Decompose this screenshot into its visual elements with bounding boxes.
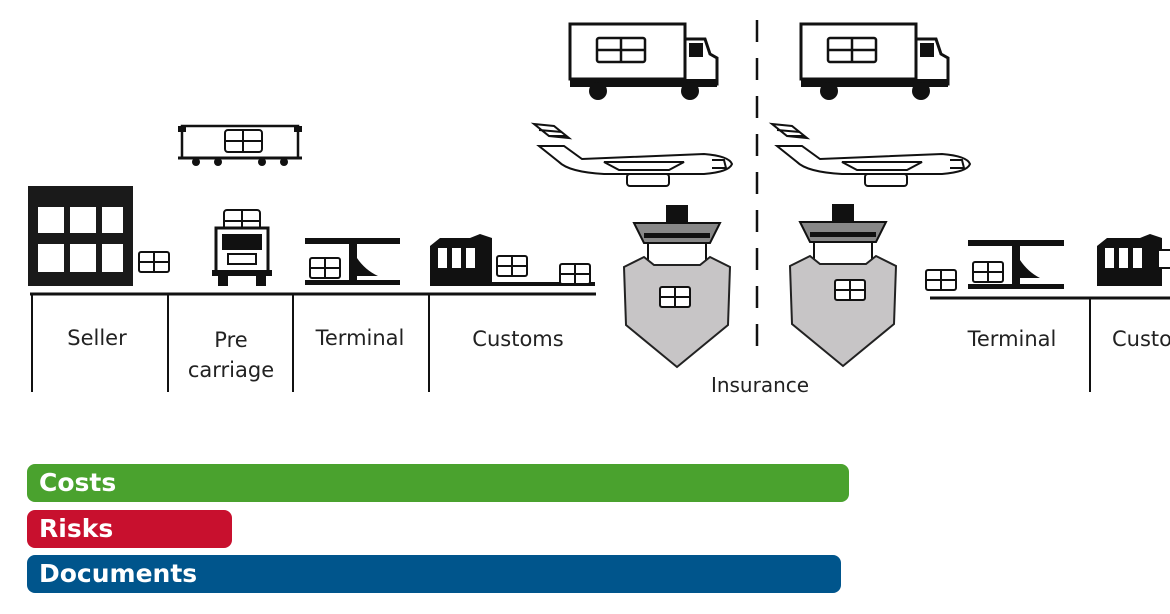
- documents-bar: Documents: [27, 555, 841, 593]
- insurance-label: Insurance: [711, 373, 809, 397]
- stage-label-carriage: carriage: [188, 358, 274, 382]
- risks-bar: Risks: [27, 510, 232, 548]
- stage-label-customs-origin: Customs: [472, 327, 563, 351]
- stage-label-seller: Seller: [67, 326, 127, 350]
- ship-icon: [789, 203, 897, 367]
- building-icon: [28, 186, 133, 286]
- railcar-icon: [178, 124, 302, 166]
- terminal-icon: [968, 240, 1064, 289]
- airplane-icon: [771, 123, 971, 187]
- truck-icon: [568, 22, 719, 102]
- package-icon: [925, 269, 957, 291]
- customs-icon: [1097, 234, 1170, 286]
- package-icon: [309, 257, 341, 279]
- truck-front-icon: [212, 209, 272, 286]
- customs-icon: [430, 234, 595, 286]
- airplane-icon: [533, 123, 733, 187]
- ship-icon: [623, 204, 731, 368]
- stage-label-terminal-destination: Terminal: [967, 327, 1057, 351]
- stage-label-terminal-origin: Terminal: [315, 326, 405, 350]
- package-icon: [496, 255, 528, 277]
- costs-bar: Costs: [27, 464, 849, 502]
- package-icon: [972, 261, 1004, 283]
- package-icon: [559, 263, 591, 285]
- stage-label-customs-destination: Custo: [1112, 327, 1170, 351]
- truck-icon: [799, 22, 950, 102]
- terminal-icon: [305, 238, 400, 285]
- stage-label-pre: Pre: [214, 328, 247, 352]
- package-icon: [138, 251, 170, 273]
